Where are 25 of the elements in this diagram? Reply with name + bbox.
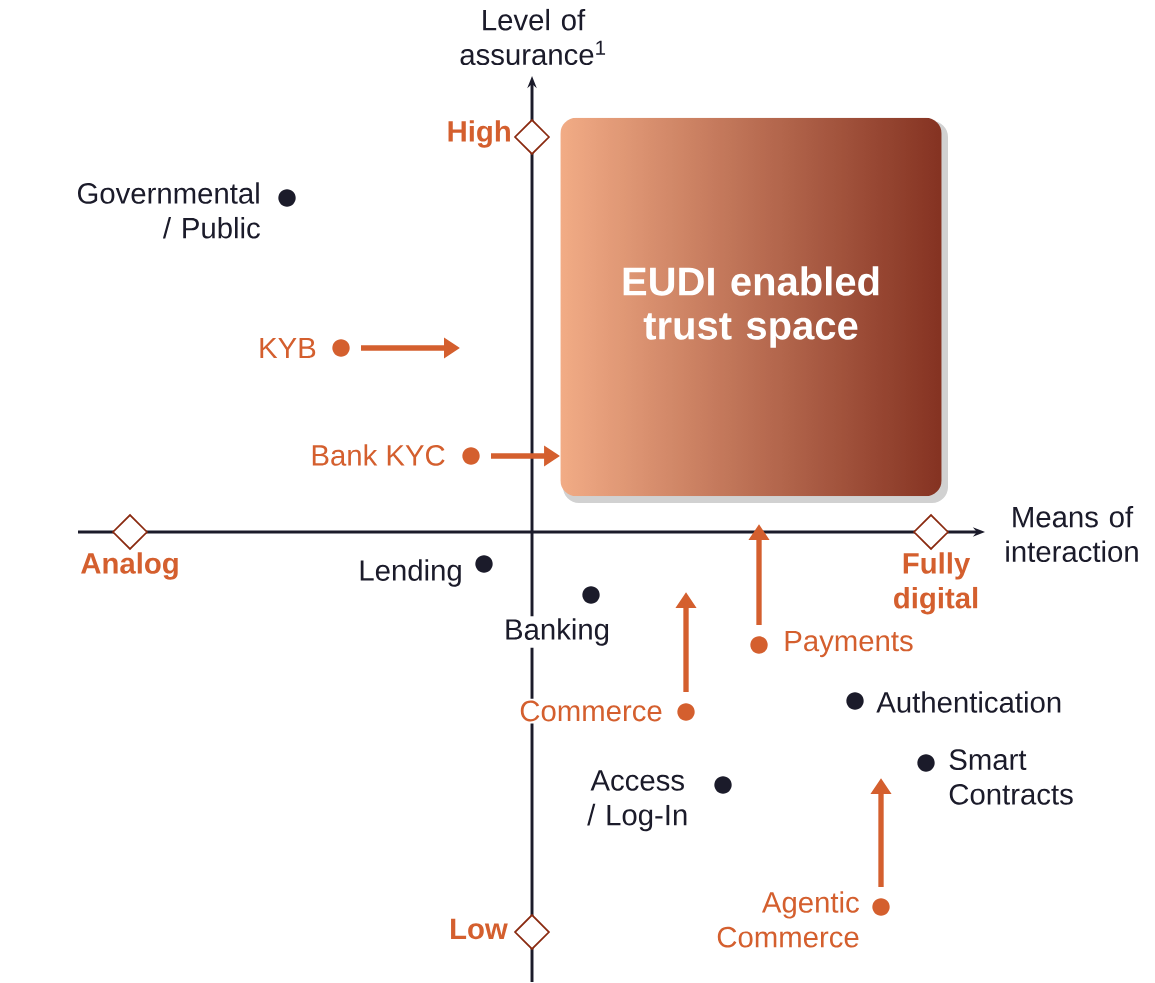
- data-point: Authentication: [846, 689, 1065, 715]
- data-point: Commerce: [517, 698, 695, 724]
- data-point: Agentic Commerce: [713, 889, 890, 950]
- node-label: Smart Contracts: [949, 749, 1073, 805]
- node-label: Commerce: [520, 700, 662, 722]
- data-point: Governmental / Public: [72, 180, 296, 241]
- trust-space-box: EUDI enabled trust space: [560, 117, 948, 503]
- node-label: Agentic Commerce: [717, 891, 859, 948]
- data-point: Bank KYC: [308, 442, 480, 468]
- node-label: Payments: [785, 630, 913, 658]
- node-label: Lending: [360, 559, 461, 587]
- axis-label: Level of assurance$^{1}$: [460, 8, 606, 66]
- node-label: Authentication: [876, 691, 1061, 713]
- axis-label: Means of interaction: [1006, 505, 1138, 563]
- node-label: KYB: [260, 337, 316, 359]
- data-point: Payments: [750, 628, 916, 660]
- data-point: Smart Contracts: [917, 747, 1084, 807]
- node-label: Governmental / Public: [77, 182, 260, 239]
- data-point: Banking: [502, 586, 612, 648]
- node-label: Bank KYC: [312, 444, 445, 466]
- data-point: Access / Log-In: [575, 768, 732, 834]
- node-label: Banking: [506, 618, 609, 646]
- data-point: KYB: [256, 335, 350, 361]
- node-label: Access / Log-In: [587, 770, 687, 832]
- data-point: Lending: [356, 555, 493, 589]
